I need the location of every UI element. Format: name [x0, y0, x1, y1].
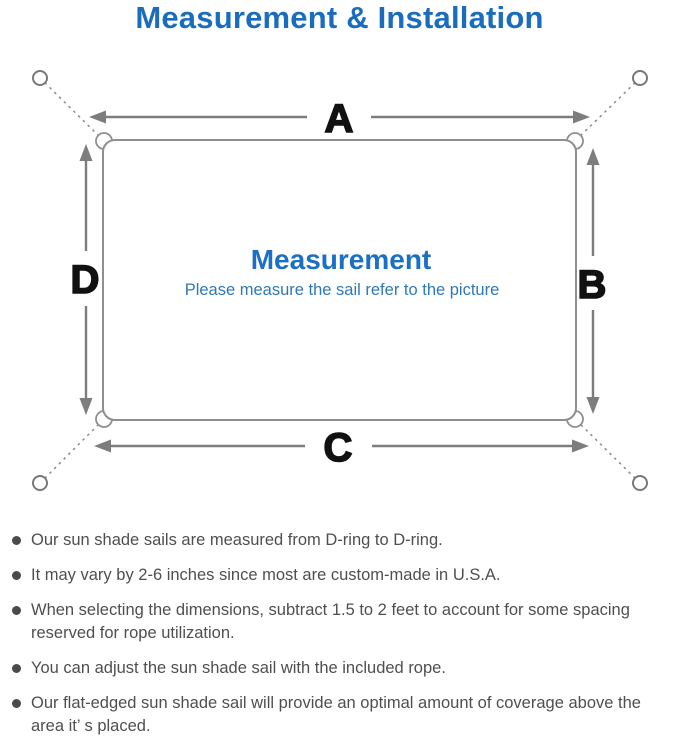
- note-text: When selecting the dimensions, subtract …: [31, 601, 630, 642]
- note-item: When selecting the dimensions, subtract …: [12, 599, 668, 645]
- dim-label-d: D: [71, 258, 100, 302]
- diagram-center-title: Measurement: [251, 244, 432, 275]
- page-title: Measurement & Installation: [135, 0, 544, 35]
- bullet-icon: [12, 571, 21, 580]
- note-item: You can adjust the sun shade sail with t…: [12, 657, 668, 680]
- dimension-arrow-d: [79, 144, 93, 415]
- sail-measurement-diagram: A D B C Measurement Please measure the s…: [32, 70, 648, 491]
- dashed-rope-bottom-left: [39, 419, 104, 484]
- sail-outline: [102, 139, 577, 421]
- bullet-icon: [12, 606, 21, 615]
- note-item: Our sun shade sails are measured from D-…: [12, 529, 668, 552]
- notes-list: Our sun shade sails are measured from D-…: [12, 529, 668, 739]
- dimension-arrow-a: [89, 110, 590, 124]
- dashed-rope-bottom-right: [575, 419, 641, 484]
- dimension-arrow-c: [94, 439, 589, 453]
- bullet-icon: [12, 664, 21, 673]
- note-text: Our sun shade sails are measured from D-…: [31, 531, 443, 549]
- note-text: It may vary by 2-6 inches since most are…: [31, 566, 501, 584]
- note-text: Our flat-edged sun shade sail will provi…: [31, 694, 641, 735]
- mount-point-bottom-right: [632, 475, 648, 491]
- note-item: It may vary by 2-6 inches since most are…: [12, 564, 668, 587]
- dashed-rope-top-right: [575, 77, 641, 141]
- bullet-icon: [12, 699, 21, 708]
- mount-point-top-right: [632, 70, 648, 86]
- note-item: Our flat-edged sun shade sail will provi…: [12, 692, 668, 738]
- dimension-arrow-b: [586, 148, 600, 414]
- dashed-rope-top-left: [39, 77, 104, 141]
- mount-point-bottom-left: [32, 475, 48, 491]
- note-text: You can adjust the sun shade sail with t…: [31, 659, 446, 677]
- mount-point-top-left: [32, 70, 48, 86]
- dim-label-b: B: [578, 263, 607, 307]
- dim-label-a: A: [325, 97, 354, 141]
- diagram-center-subtitle: Please measure the sail refer to the pic…: [185, 281, 500, 299]
- dim-label-c: C: [324, 426, 353, 470]
- bullet-icon: [12, 536, 21, 545]
